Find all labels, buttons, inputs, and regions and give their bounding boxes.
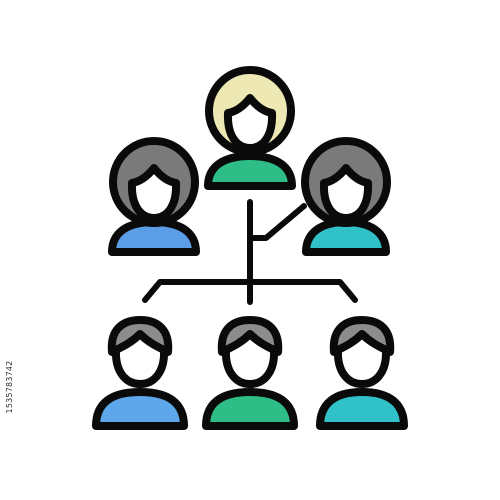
stock-id-label: 1535783742: [5, 360, 14, 414]
woman-right-icon: [301, 137, 391, 256]
tree-connector-lines: [142, 199, 358, 305]
woman-left-icon: [108, 137, 200, 256]
child-boy-right-icon: [316, 316, 408, 430]
child-boy-center-icon: [202, 316, 298, 430]
parent-woman-top-icon: [204, 66, 296, 190]
child-boy-left-icon: [92, 316, 188, 430]
